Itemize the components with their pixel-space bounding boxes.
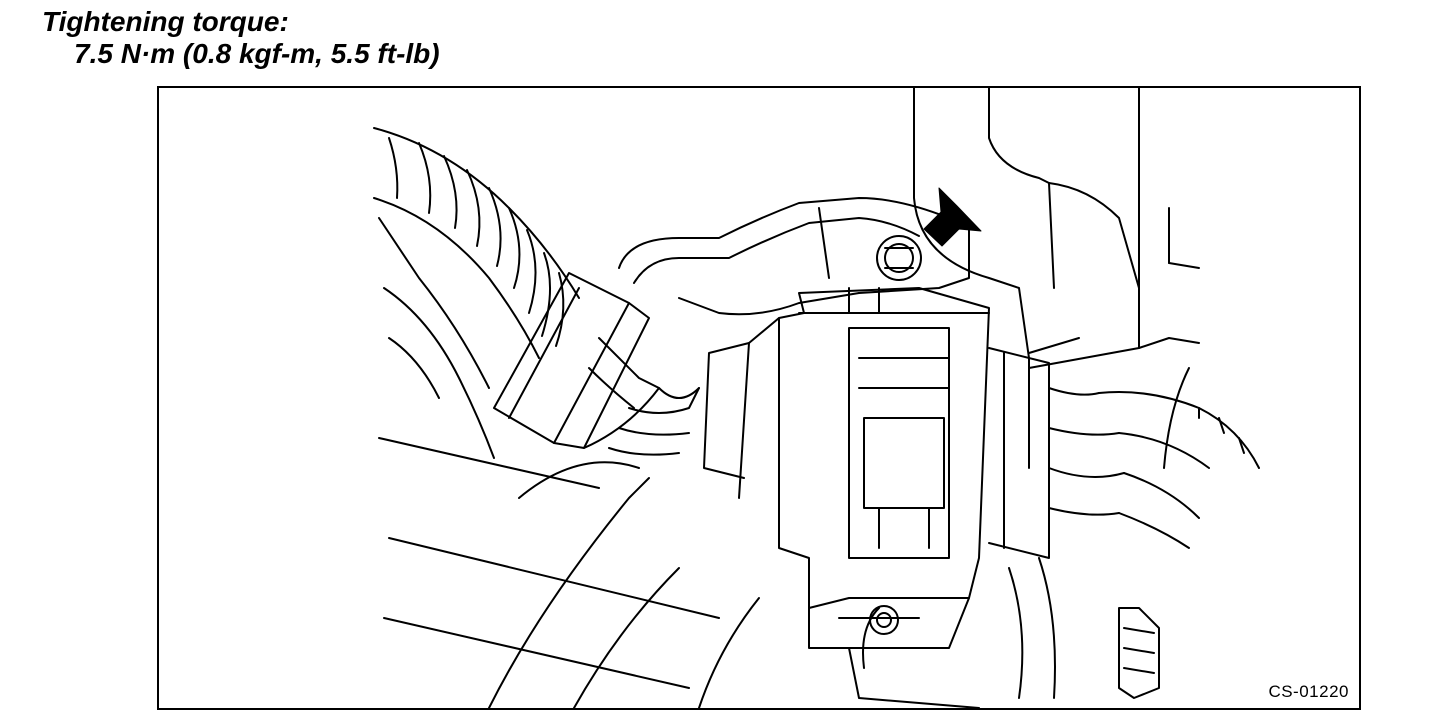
- illustration-frame: CS-01220: [157, 86, 1361, 710]
- wire-harness-icon: [373, 127, 580, 459]
- connector-icon-main: [703, 287, 990, 649]
- figure-id: CS-01220: [1268, 682, 1349, 701]
- lower-bracket: [848, 557, 1056, 708]
- connector-icon-left: [493, 272, 700, 456]
- torque-label: Tightening torque:: [42, 6, 289, 37]
- tightening-torque-spec: Tightening torque: 7.5 N·m (0.8 kgf-m, 5…: [42, 6, 440, 70]
- bolt-icon: [876, 235, 922, 281]
- torque-value: 7.5 N·m (0.8 kgf-m, 5.5 ft-lb): [74, 38, 440, 69]
- arrow-icon: [923, 187, 982, 247]
- pipe-lines: [378, 437, 760, 708]
- side-clip: [1118, 367, 1190, 699]
- bracket-icon: [618, 197, 970, 316]
- connector-illustration: [373, 88, 1260, 708]
- mounting-panel: [913, 88, 1200, 469]
